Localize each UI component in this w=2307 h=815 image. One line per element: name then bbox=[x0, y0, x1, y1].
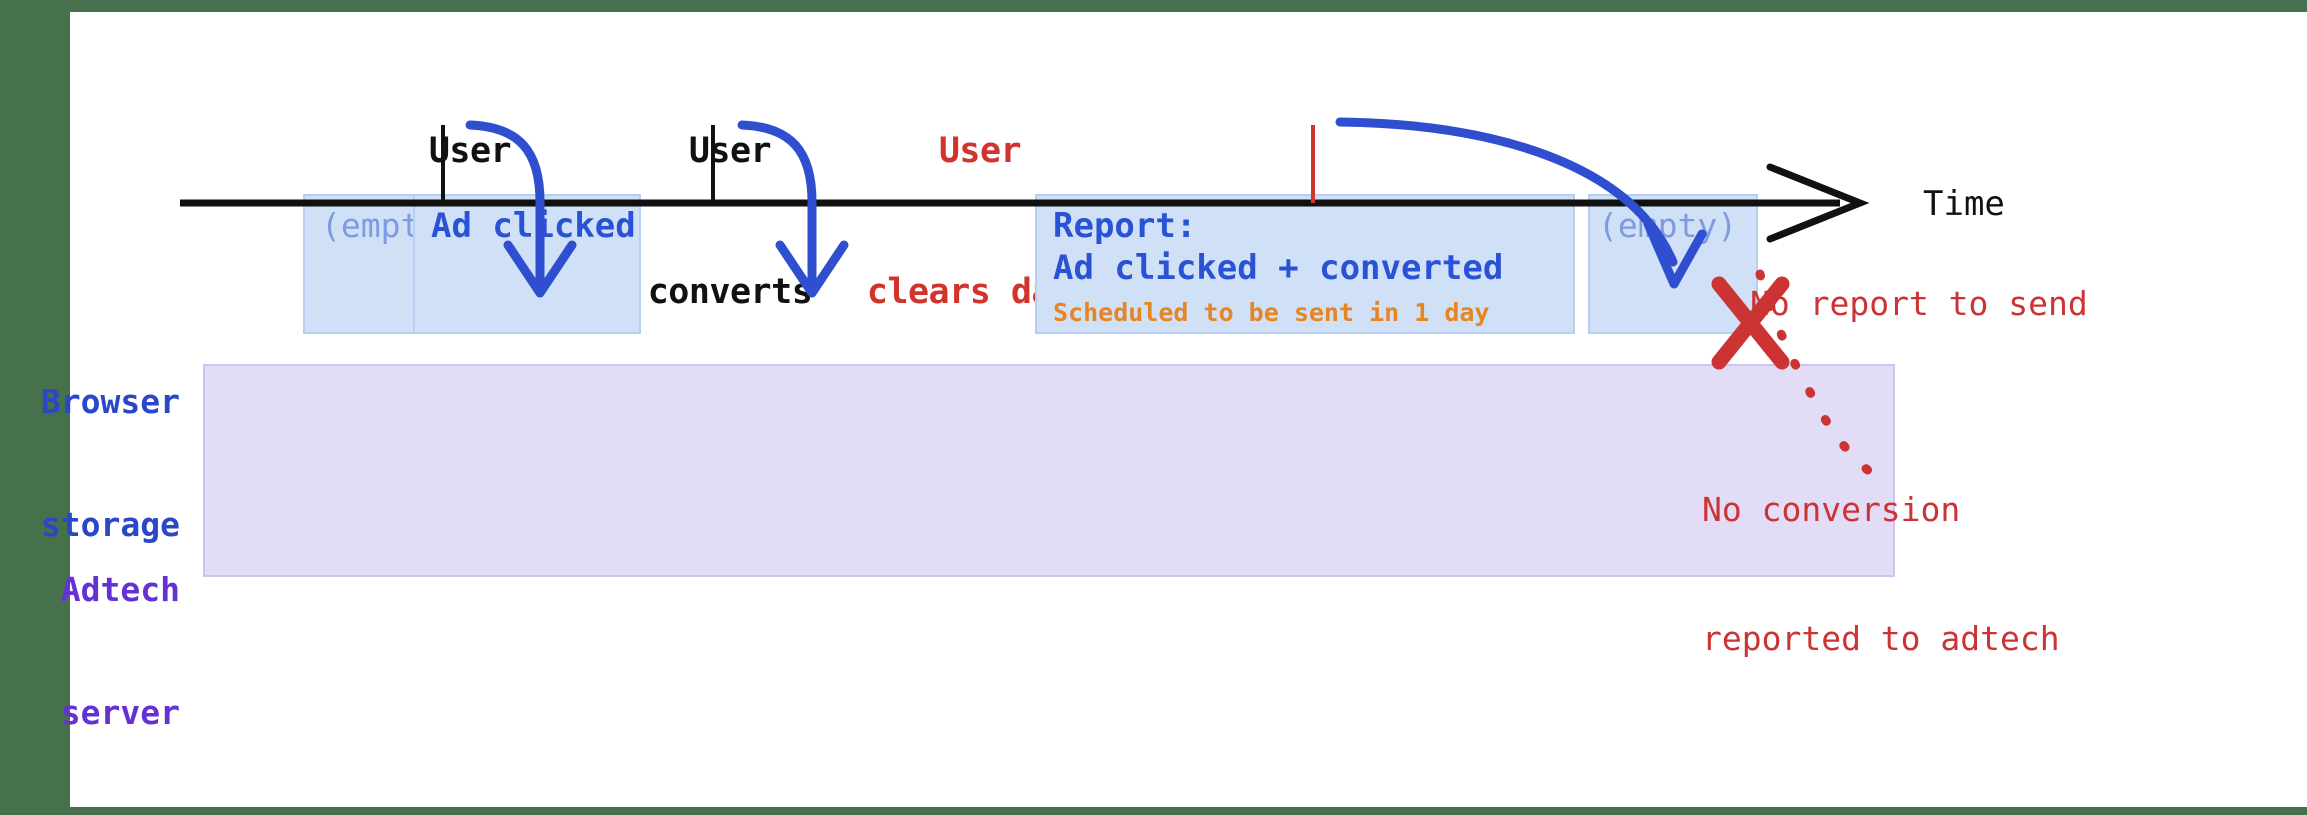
row-label-adtech-server-line1: Adtech bbox=[60, 570, 180, 609]
storage-box-report: Report: Ad clicked + converted Scheduled… bbox=[1035, 194, 1575, 334]
timeline-axis-arrowhead bbox=[1766, 163, 1870, 243]
storage-box-report-primary-line1: Report: bbox=[1053, 206, 1197, 246]
row-label-browser-storage-line2: storage bbox=[40, 505, 180, 544]
row-label-adtech-server-line2: server bbox=[60, 693, 180, 732]
timeline-axis-label: Time bbox=[1923, 184, 2005, 224]
row-label-adtech-server: Adtech server bbox=[10, 487, 180, 815]
timeline-event-label-convert-line1: User bbox=[688, 131, 772, 171]
storage-box-report-note: Scheduled to be sent in 1 day bbox=[1053, 298, 1490, 327]
adtech-server-box bbox=[203, 364, 1895, 577]
diagram-canvas: User clicks an ad User converts User cle… bbox=[41, 12, 2307, 807]
storage-box-ad-clicked-text: Ad clicked bbox=[431, 206, 636, 246]
row-label-browser-storage-line1: Browser bbox=[40, 382, 180, 421]
timeline-event-label-click-line1: User bbox=[428, 131, 512, 171]
storage-box-empty-2-text: (empty) bbox=[1598, 206, 1738, 245]
annotation-no-conversion: No conversion reported to adtech bbox=[1702, 402, 2060, 746]
annotation-no-conversion-line2: reported to adtech bbox=[1702, 619, 2060, 658]
timeline-event-label-clear-line1: User bbox=[938, 131, 1022, 171]
annotation-no-conversion-line1: No conversion bbox=[1702, 490, 1961, 529]
storage-box-ad-clicked: Ad clicked bbox=[413, 194, 641, 334]
storage-box-empty-2: (empty) bbox=[1588, 194, 1758, 334]
storage-box-report-primary-line2: Ad clicked + converted bbox=[1053, 248, 1504, 288]
row-label-browser-storage: Browser storage bbox=[10, 299, 180, 627]
annotation-no-report-to-send: No report to send bbox=[1750, 284, 2088, 323]
